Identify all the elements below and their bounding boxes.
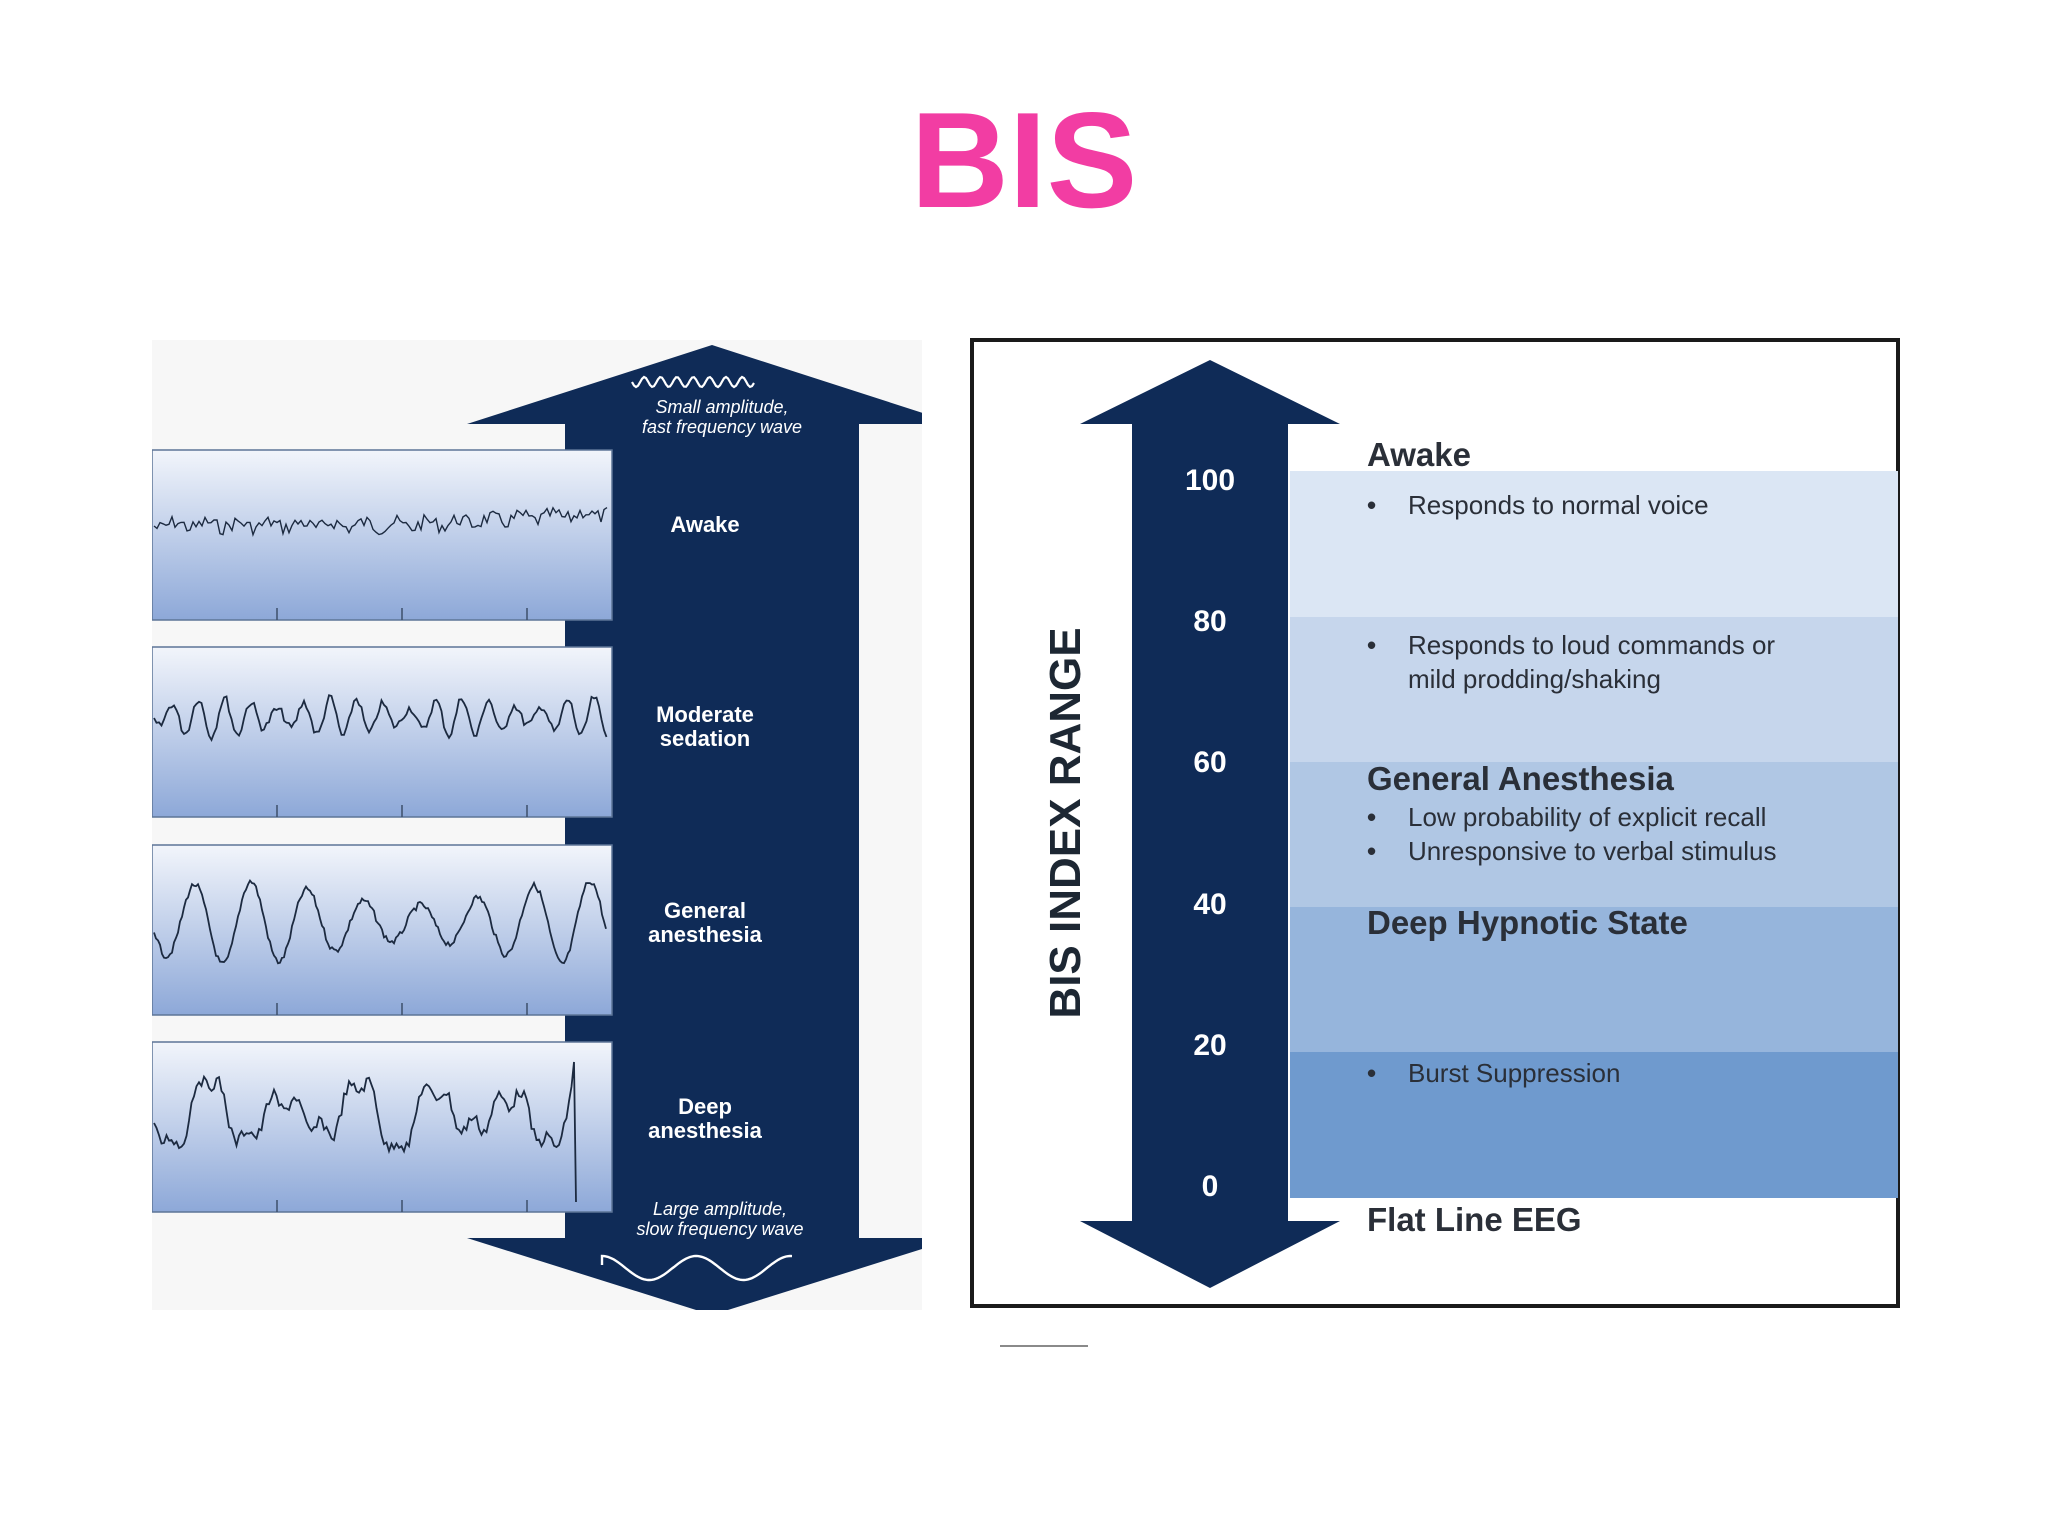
band-0-20 bbox=[1290, 1052, 1898, 1198]
deep-hypnotic-heading: Deep Hypnotic State bbox=[1367, 904, 1688, 941]
small-fast-wave-icon bbox=[631, 375, 755, 389]
bullet-dot: • bbox=[1367, 490, 1376, 520]
bottom-note-line2: slow frequency wave bbox=[636, 1219, 803, 1239]
bottom-note-line1: Large amplitude, bbox=[653, 1199, 787, 1219]
bis-index-scale-diagram: BIS INDEX RANGE 100 80 60 40 20 0 Awake • Res… bbox=[970, 338, 1900, 1308]
eeg-panel-box bbox=[151, 449, 613, 621]
top-note-line2: fast frequency wave bbox=[642, 417, 802, 437]
large-slow-wave-icon bbox=[600, 1254, 793, 1282]
band-20-40 bbox=[1290, 907, 1898, 1052]
ga-bullet-2: Unresponsive to verbal stimulus bbox=[1408, 836, 1777, 866]
band-40-60 bbox=[1290, 762, 1898, 907]
bis-index-scale-figure: BIS INDEX RANGE 100 80 60 40 20 0 Awake • Res… bbox=[970, 338, 1902, 1315]
eeg-panel-box bbox=[151, 646, 613, 818]
band-60-80 bbox=[1290, 617, 1898, 762]
flat-line-heading: Flat Line EEG bbox=[1367, 1201, 1582, 1238]
bullet-dot: • bbox=[1367, 802, 1376, 832]
tick-label: 100 bbox=[1185, 464, 1235, 497]
eeg-waveform-diagram: AwakeModeratesedationGeneralanesthesiaDe… bbox=[151, 340, 957, 1315]
bis-range-double-arrow bbox=[1080, 360, 1340, 1288]
eeg-trace bbox=[153, 506, 608, 538]
eeg-trace bbox=[153, 694, 608, 742]
eeg-state-label: Deep bbox=[678, 1094, 732, 1119]
axis-title: BIS INDEX RANGE bbox=[1041, 627, 1090, 1018]
ga-bullet-1: Low probability of explicit recall bbox=[1408, 802, 1766, 832]
tick-label: 20 bbox=[1193, 1029, 1226, 1062]
tick-label: 0 bbox=[1202, 1170, 1219, 1203]
eeg-state-label: anesthesia bbox=[648, 1118, 762, 1143]
eeg-state-label: Awake bbox=[670, 512, 739, 537]
bullet-dot: • bbox=[1367, 836, 1376, 866]
tick-label: 60 bbox=[1193, 746, 1226, 779]
bullet-dot: • bbox=[1367, 1058, 1376, 1088]
eeg-trace bbox=[153, 1061, 577, 1203]
top-note-line1: Small amplitude, bbox=[655, 397, 788, 417]
footer-divider bbox=[1000, 1345, 1088, 1347]
slide-title: BIS bbox=[910, 84, 1138, 236]
light-bullet-line2: mild prodding/shaking bbox=[1408, 664, 1661, 694]
general-anesthesia-heading: General Anesthesia bbox=[1367, 760, 1675, 797]
eeg-trace bbox=[153, 878, 607, 965]
eeg-state-label: sedation bbox=[660, 726, 750, 751]
eeg-state-label: General bbox=[664, 898, 746, 923]
eeg-panel: Awake bbox=[151, 449, 740, 621]
eeg-panel-box bbox=[151, 1041, 613, 1213]
tick-label: 80 bbox=[1193, 605, 1226, 638]
awake-heading: Awake bbox=[1367, 436, 1471, 473]
bullet-dot: • bbox=[1367, 630, 1376, 660]
light-bullet-line1: Responds to loud commands or bbox=[1408, 630, 1775, 660]
awake-bullet: Responds to normal voice bbox=[1408, 490, 1709, 520]
band-80-100 bbox=[1290, 471, 1898, 617]
tick-label: 40 bbox=[1193, 888, 1226, 921]
eeg-state-label: Moderate bbox=[656, 702, 754, 727]
eeg-state-label: anesthesia bbox=[648, 922, 762, 947]
burst-bullet: Burst Suppression bbox=[1408, 1058, 1620, 1088]
